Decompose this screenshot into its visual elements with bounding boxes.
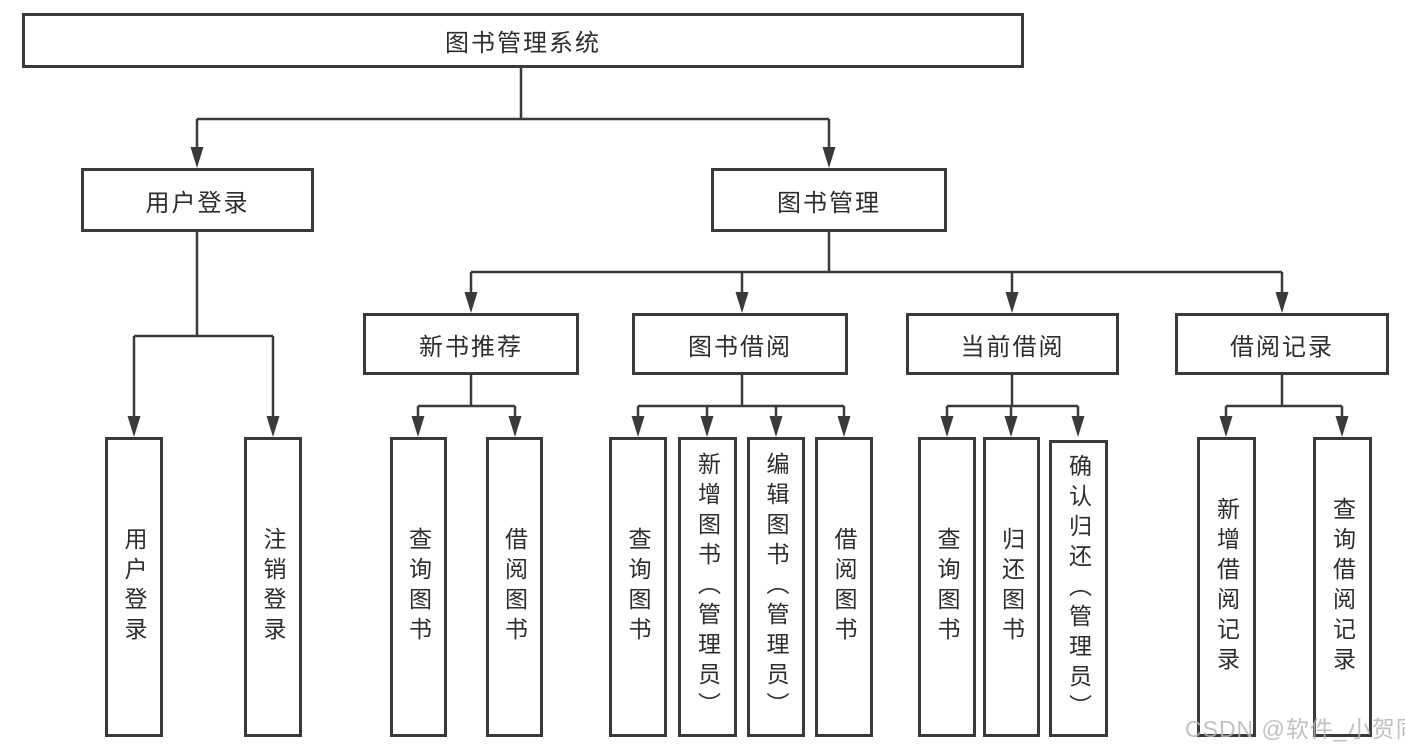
leaf-borrowing-query-books: 查询图书 [609,437,667,737]
leaf-borrowing-add-books-admin: 新增图书（管理员） [678,437,737,737]
node-current-borrowing: 当前借阅 [906,313,1119,375]
leaf-borrowing-edit-books-admin: 编辑图书（管理员） [747,437,805,737]
leaf-recommend-query-books: 查询图书 [390,437,447,737]
node-new-book-recommend: 新书推荐 [363,313,579,375]
leaf-records-add-record: 新增借阅记录 [1197,437,1256,737]
leaf-borrowing-borrow-books: 借阅图书 [815,437,873,737]
leaf-current-return-books: 归还图书 [983,437,1040,737]
csdn-watermark: CSDN @软件_小贺同学 [1185,716,1405,742]
node-user-login: 用户登录 [81,168,314,232]
leaf-current-query-books: 查询图书 [918,437,976,737]
node-borrow-records: 借阅记录 [1175,313,1389,375]
leaf-user-login: 用户登录 [105,437,163,737]
leaf-current-confirm-return-admin: 确认归还（管理员） [1049,440,1108,737]
leaf-logout: 注销登录 [244,437,302,737]
leaf-records-query-record: 查询借阅记录 [1313,437,1372,737]
node-root: 图书管理系统 [22,13,1024,68]
node-book-management: 图书管理 [711,168,947,232]
leaf-recommend-borrow-books: 借阅图书 [486,437,543,737]
node-book-borrowing: 图书借阅 [632,313,848,375]
